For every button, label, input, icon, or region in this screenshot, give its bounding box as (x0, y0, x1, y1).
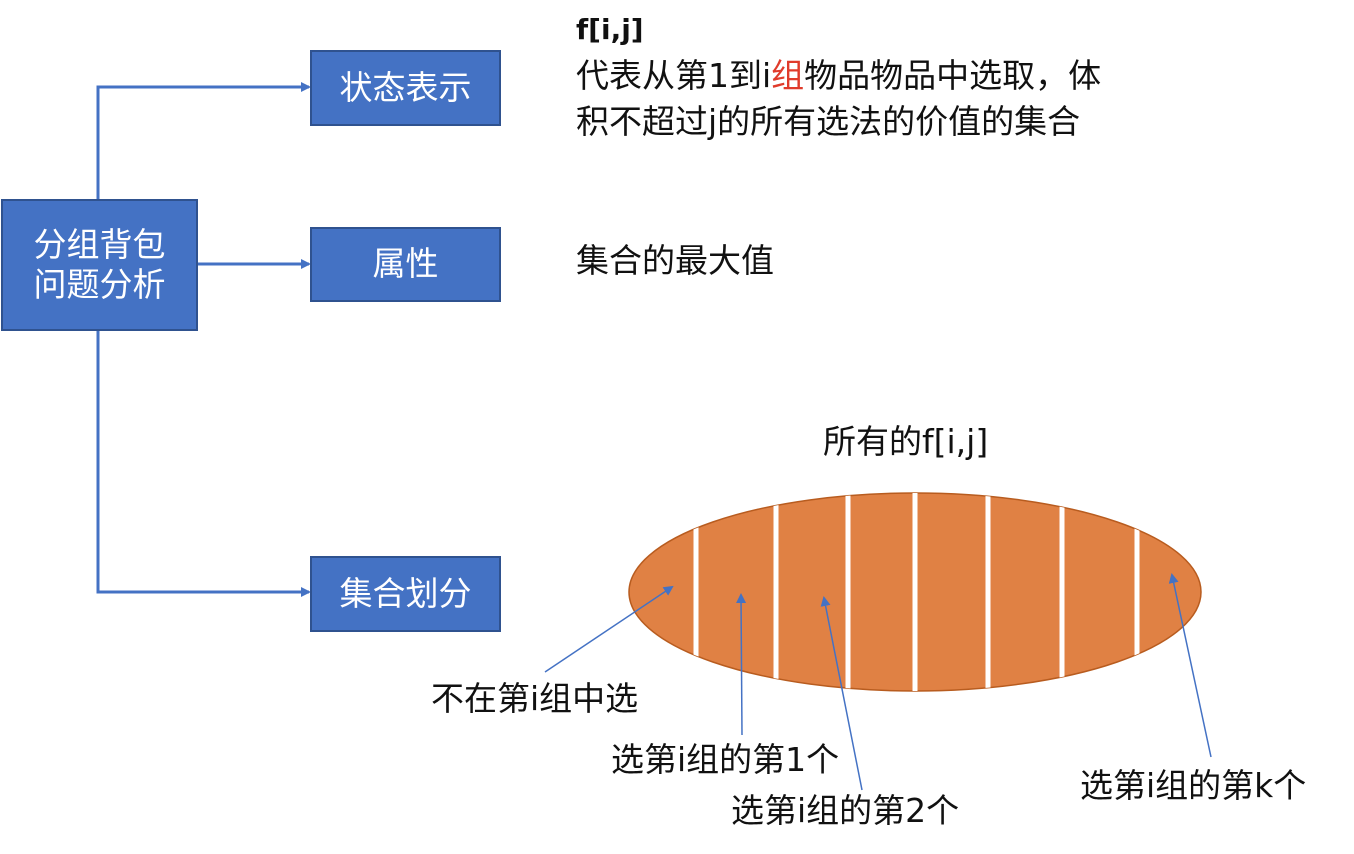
label-choose-2: 选第i组的第2个 (731, 791, 960, 830)
label-choose-1: 选第i组的第1个 (611, 740, 840, 779)
set-label: 所有的f[i,j] (823, 422, 989, 461)
connector-to-partition (96, 331, 311, 597)
state-desc-line2: 积不超过j的所有选法的价值的集合 (576, 102, 1081, 141)
pointer-choose-2 (820, 596, 863, 791)
label-not-choose: 不在第i组中选 (431, 679, 639, 718)
state-desc-line1-post: 物品物品中选取，体 (804, 56, 1102, 95)
node-property: 属性 (310, 227, 501, 302)
state-title: f[i,j] (576, 13, 644, 46)
pointer-not-choose (544, 585, 674, 673)
pointer-choose-1 (736, 593, 747, 736)
label-choose-k: 选第i组的第k个 (1080, 766, 1307, 805)
node-state: 状态表示 (310, 50, 501, 126)
node-partition: 集合划分 (310, 556, 501, 632)
root-line-1: 分组背包 (33, 224, 166, 264)
connector-to-state (96, 82, 311, 199)
pointer-choose-k (1168, 573, 1212, 758)
state-desc-line1: 代表从第1到i组物品物品中选取，体 (576, 56, 1101, 96)
state-desc-line1-pre: 代表从第1到i (576, 56, 772, 95)
property-desc: 集合的最大值 (576, 241, 774, 280)
root-line-2: 问题分析 (33, 265, 166, 304)
root-node: 分组背包 问题分析 (1, 199, 198, 331)
state-desc-line1-red: 组 (771, 56, 805, 95)
